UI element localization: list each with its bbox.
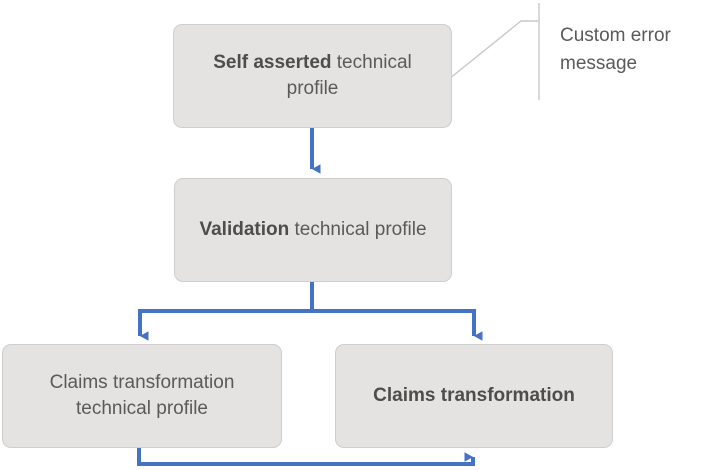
- node-claims-tp-label: Claims transformation technical profile: [49, 372, 235, 419]
- connector-claims-tp-to-claims-loop: [137, 448, 475, 466]
- node-validation-label: Validation technical profile: [199, 217, 426, 243]
- node-validation-rest-text: technical profile: [289, 219, 427, 241]
- node-self-asserted-bold-text: Self asserted: [213, 52, 332, 74]
- node-self-asserted-rest-text: technical profile: [286, 52, 412, 99]
- node-validation-bold-text: Validation: [199, 219, 290, 241]
- node-self-asserted-label: Self asserted technical profile: [188, 50, 437, 101]
- callout-line-2: message: [560, 52, 638, 74]
- connector-validation-branch: [138, 282, 483, 341]
- callout-custom-error-message: Custom error message: [560, 22, 720, 77]
- node-validation-technical-profile[interactable]: Validation technical profile: [174, 178, 452, 282]
- node-claims-transformation[interactable]: Claims transformation: [335, 344, 613, 448]
- node-self-asserted-technical-profile[interactable]: Self asserted technical profile: [173, 24, 452, 128]
- callout-leader-line: [448, 3, 540, 100]
- node-claims-label: Claims transformation: [373, 385, 575, 407]
- node-claims-transformation-technical-profile[interactable]: Claims transformation technical profile: [2, 344, 282, 448]
- callout-line-1: Custom error: [560, 25, 671, 46]
